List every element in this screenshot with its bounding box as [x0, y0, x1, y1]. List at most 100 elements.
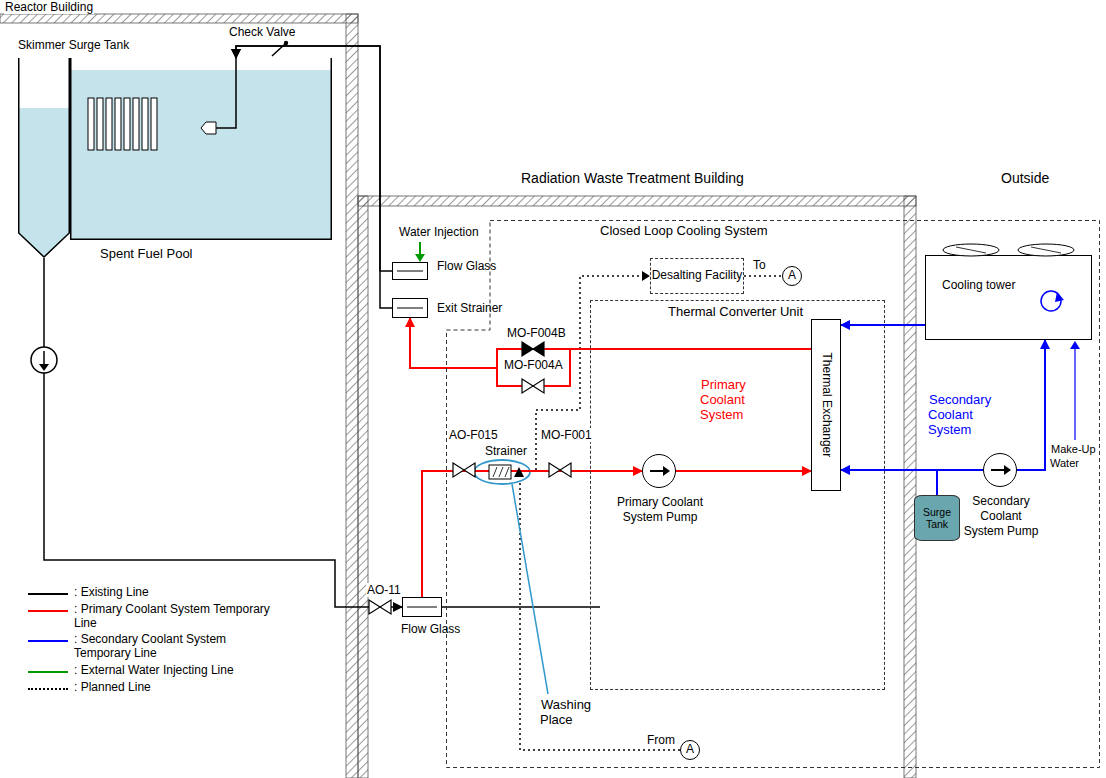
connector-circle: A: [680, 740, 700, 760]
connector-circle: A: [782, 266, 802, 286]
system-boundary: Closed Loop Cooling SystemDesalting Faci…: [446, 220, 1100, 768]
label-holder: Exit Strainer: [437, 301, 502, 316]
node-label: Desalting Facility: [652, 269, 743, 283]
node-label: Cooling tower: [942, 278, 1015, 292]
pipe-line: [937, 470, 983, 495]
label-holder: Secondary Coolant System Pump: [961, 494, 1041, 538]
pump-outline: [984, 454, 1018, 488]
label-holder: Washing Place: [540, 698, 602, 728]
label-holder: Check Valve: [228, 25, 296, 40]
unit-boundary: Thermal Converter UnitThermal ExchangerP…: [590, 300, 885, 690]
node-label: Exit Strainer: [437, 301, 502, 315]
label-holder: MO-F001: [540, 428, 593, 443]
label-holder: Flow Glass: [437, 259, 496, 274]
pipe-line: [410, 318, 811, 368]
flow-glass-box: Flow Glass: [402, 597, 442, 617]
label-holder: Outside: [1000, 170, 1050, 186]
building-name: Radiation Waste Treatment Building: [520, 170, 745, 186]
pipe-line: [841, 324, 925, 326]
system-label: Primary Coolant System: [700, 377, 746, 422]
water-injection-line: [415, 242, 425, 262]
surge-tank: Surge Tank: [914, 495, 960, 541]
valve-label: MO-F004A: [503, 358, 564, 372]
pipe-line: [422, 471, 642, 597]
node-label: A: [686, 743, 694, 757]
planned-arrowhead: [642, 271, 650, 281]
label-holder: Closed Loop Cooling System: [600, 223, 768, 239]
legend-text: : Existing Line: [74, 586, 274, 600]
legend-row: : Existing Line: [28, 586, 298, 600]
node-label: Thermal Exchanger: [819, 353, 833, 458]
label-holder: MO-F004A: [503, 358, 564, 373]
label-holder: Reactor Building: [4, 0, 94, 15]
building-name: Reactor Building: [4, 0, 94, 14]
system-label: Secondary Coolant System: [928, 392, 991, 437]
node-label: Thermal Converter Unit: [668, 304, 803, 319]
valve-label: MO-F001: [540, 428, 593, 442]
valve-label: AO-F015: [448, 428, 499, 442]
glass-outline: [403, 598, 443, 618]
pipe-line: [44, 258, 402, 607]
pipe-line: [1017, 340, 1045, 470]
check-valve-symbol: [272, 41, 288, 56]
node-label: Closed Loop Cooling System: [600, 223, 768, 238]
label-holder: A: [681, 741, 699, 759]
legend-text: : Primary Coolant System Temporary Line: [74, 603, 274, 631]
valve-label: MO-F004B: [506, 326, 567, 340]
make-up-line: [1070, 341, 1080, 440]
legend-row: : Secondary Coolant System Temporary Lin…: [28, 633, 298, 661]
valve-symbol: [369, 600, 391, 614]
building-wall: [0, 14, 916, 778]
label-holder: Surge Tank: [915, 496, 959, 540]
line-label: Water Injection: [398, 225, 480, 239]
node-label: Primary Coolant System Pump: [617, 495, 703, 524]
node-label: A: [788, 269, 796, 283]
skimmer-tank: Skimmer Surge Tank: [18, 58, 70, 258]
label-holder: AO-11: [366, 583, 402, 598]
valve-symbol: [522, 379, 544, 393]
legend-swatch: [28, 593, 68, 595]
label-holder: Cooling tower: [942, 278, 1015, 293]
label-holder: Primary Coolant System Pump: [610, 495, 710, 525]
legend-row: : External Water Injecting Line: [28, 664, 298, 678]
line-label: Make-Up Water: [1050, 443, 1096, 469]
legend-text: : External Water Injecting Line: [74, 664, 274, 678]
node-label: Skimmer Surge Tank: [18, 38, 129, 52]
valve-label: Check Valve: [228, 25, 296, 39]
strainer-symbol: [489, 465, 524, 479]
flow-glass-box: Flow Glass: [392, 262, 428, 280]
leader-line: [512, 484, 548, 694]
connector-label: From: [646, 733, 676, 747]
pipe-line: [744, 275, 782, 277]
cooling-tower: Cooling tower: [925, 255, 1092, 340]
label-holder: Secondary Coolant System: [928, 393, 1010, 438]
node-label: Surge Tank: [915, 506, 959, 530]
fuel-pool: Spent Fuel Pool: [70, 58, 332, 240]
pump-symbol: Secondary Coolant System Pump: [983, 453, 1017, 487]
label-holder: Primary Coolant System: [700, 378, 770, 423]
legend-swatch: [28, 610, 68, 612]
pool-outline: [70, 58, 332, 240]
legend-row: : Planned Line: [28, 681, 298, 695]
pump-symbol: Primary Coolant System Pump: [642, 454, 676, 488]
area-name: Outside: [1000, 170, 1050, 186]
skimmer-outline: [18, 58, 70, 258]
glass-outline: [393, 263, 429, 281]
legend-swatch: [28, 640, 68, 642]
valve-symbol: [549, 463, 571, 477]
pipe-line: [676, 470, 811, 472]
label-holder: Make-Up Water: [1050, 442, 1102, 470]
bypass-pipe: [497, 349, 570, 386]
label-holder: Thermal Exchanger: [812, 320, 840, 490]
legend-text: : Planned Line: [74, 681, 274, 695]
label-holder: A: [783, 267, 801, 285]
label-holder: From: [646, 733, 676, 748]
strainer-box: Exit Strainer: [392, 298, 428, 318]
node-label: Secondary Coolant System Pump: [964, 494, 1039, 538]
legend-row: : Primary Coolant System Temporary Line: [28, 603, 298, 631]
label-holder: Flow Glass: [401, 622, 460, 637]
valve-symbol: [522, 342, 544, 356]
callout-label: Washing Place: [540, 697, 591, 727]
label-holder: Strainer: [484, 444, 528, 459]
legend-swatch: [28, 688, 68, 690]
